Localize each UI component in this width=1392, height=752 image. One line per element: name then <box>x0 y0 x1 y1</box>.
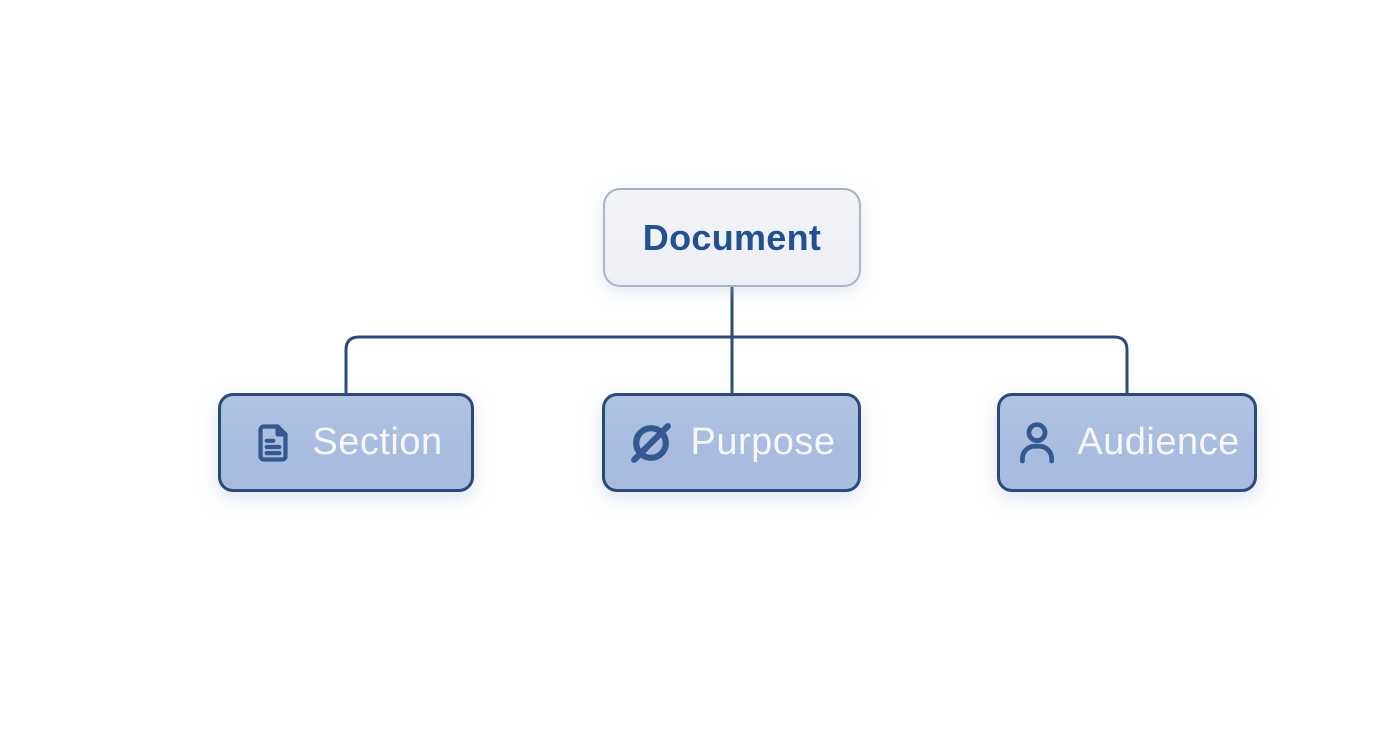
node-document[interactable]: Document <box>603 188 861 287</box>
node-document-label: Document <box>642 216 822 258</box>
file-text-icon <box>249 419 297 467</box>
node-section[interactable]: Section <box>218 393 474 492</box>
connector-branch-left-right <box>344 335 1129 393</box>
slashed-circle-icon <box>627 419 675 467</box>
node-section-label: Section <box>312 421 443 463</box>
node-purpose-label: Purpose <box>690 421 836 463</box>
node-audience-label: Audience <box>1077 421 1240 463</box>
node-audience[interactable]: Audience <box>997 393 1257 492</box>
person-icon <box>1014 419 1062 467</box>
node-purpose[interactable]: Purpose <box>602 393 861 492</box>
